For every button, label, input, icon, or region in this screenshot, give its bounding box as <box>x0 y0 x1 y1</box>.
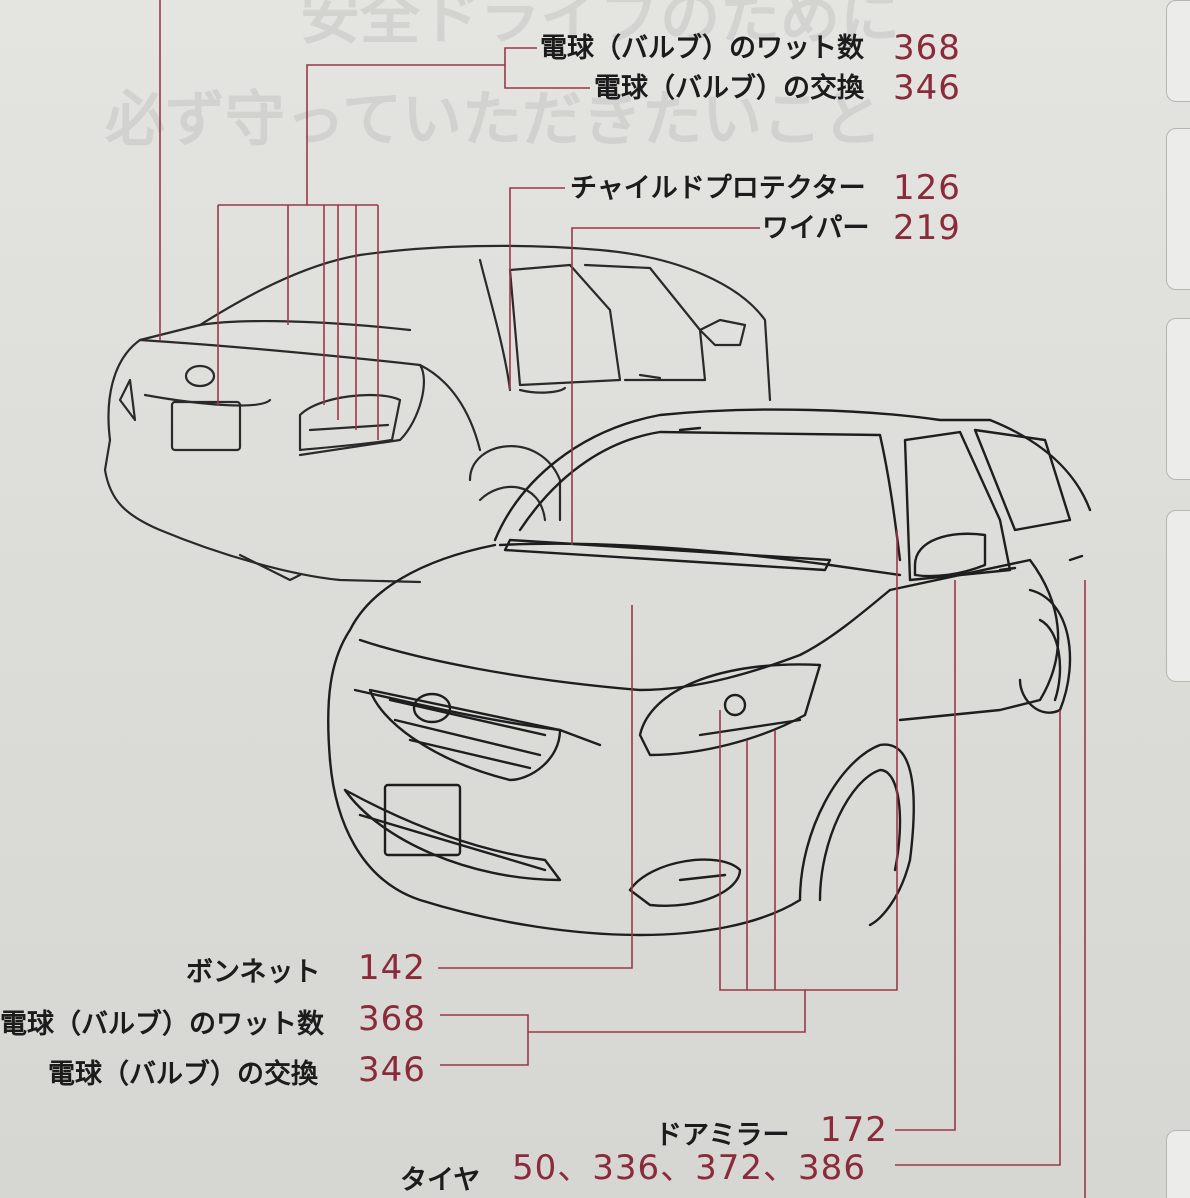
front-car-drawing <box>327 408 1092 937</box>
fog-lamp <box>628 858 742 907</box>
callout-tire-page[interactable]: 50、336、372、386 <box>512 1148 866 1188</box>
front-car-mirror <box>913 532 987 578</box>
callout-child-protector-page[interactable]: 126 <box>893 168 961 208</box>
callout-tire-label: タイヤ <box>400 1165 481 1196</box>
index-tab-1[interactable] <box>1166 0 1190 102</box>
callout-child-protector-label: チャイルドプロテクター <box>570 173 866 204</box>
callout-bulb-replace-bottom-page[interactable]: 346 <box>358 1050 426 1090</box>
callout-bonnet-label: ボンネット <box>186 957 321 988</box>
front-headlight <box>638 663 822 757</box>
wiper-blades <box>503 538 832 572</box>
front-emblem <box>412 692 452 724</box>
callout-bulb-replace-bottom-label: 電球（バルブ）の交換 <box>48 1059 318 1090</box>
index-tab-3[interactable] <box>1166 318 1190 480</box>
index-tab-2[interactable] <box>1166 128 1190 290</box>
callout-bulb-wattage-top-label: 電球（バルブ）のワット数 <box>540 33 864 64</box>
background-heading-line1: 安全ドライブのために <box>300 0 900 53</box>
callout-door-mirror-label: ドアミラー <box>655 1120 790 1151</box>
index-tab-4[interactable] <box>1166 510 1190 682</box>
rear-license-plate <box>170 400 242 452</box>
leader-lines <box>159 0 1086 1198</box>
index-tab-5[interactable] <box>1166 1130 1190 1198</box>
front-grille <box>368 688 562 782</box>
callout-bulb-replace-top-label: 電球（バルブ）の交換 <box>594 73 864 104</box>
rear-window-glass <box>508 263 622 387</box>
rear-taillight <box>298 393 402 452</box>
callout-bulb-wattage-top-page[interactable]: 368 <box>893 28 961 68</box>
callout-wiper-page[interactable]: 219 <box>893 208 961 248</box>
background-heading-line2: 必ず守っていただきたいこと <box>105 85 882 155</box>
rear-car-mirror <box>698 318 747 347</box>
callout-bulb-replace-top-page[interactable]: 346 <box>893 68 961 108</box>
callout-bulb-wattage-bottom-page[interactable]: 368 <box>358 999 426 1039</box>
callout-bulb-wattage-bottom-label: 電球（バルブ）のワット数 <box>0 1009 324 1040</box>
front-door-window <box>903 430 1012 582</box>
front-license-plate <box>383 783 462 857</box>
callout-door-mirror-page[interactable]: 172 <box>820 1110 888 1150</box>
callout-bonnet-page[interactable]: 142 <box>358 948 426 988</box>
rear-car-drawing <box>103 244 772 584</box>
callout-wiper-label: ワイパー <box>762 213 870 244</box>
rear-emblem <box>184 364 216 388</box>
